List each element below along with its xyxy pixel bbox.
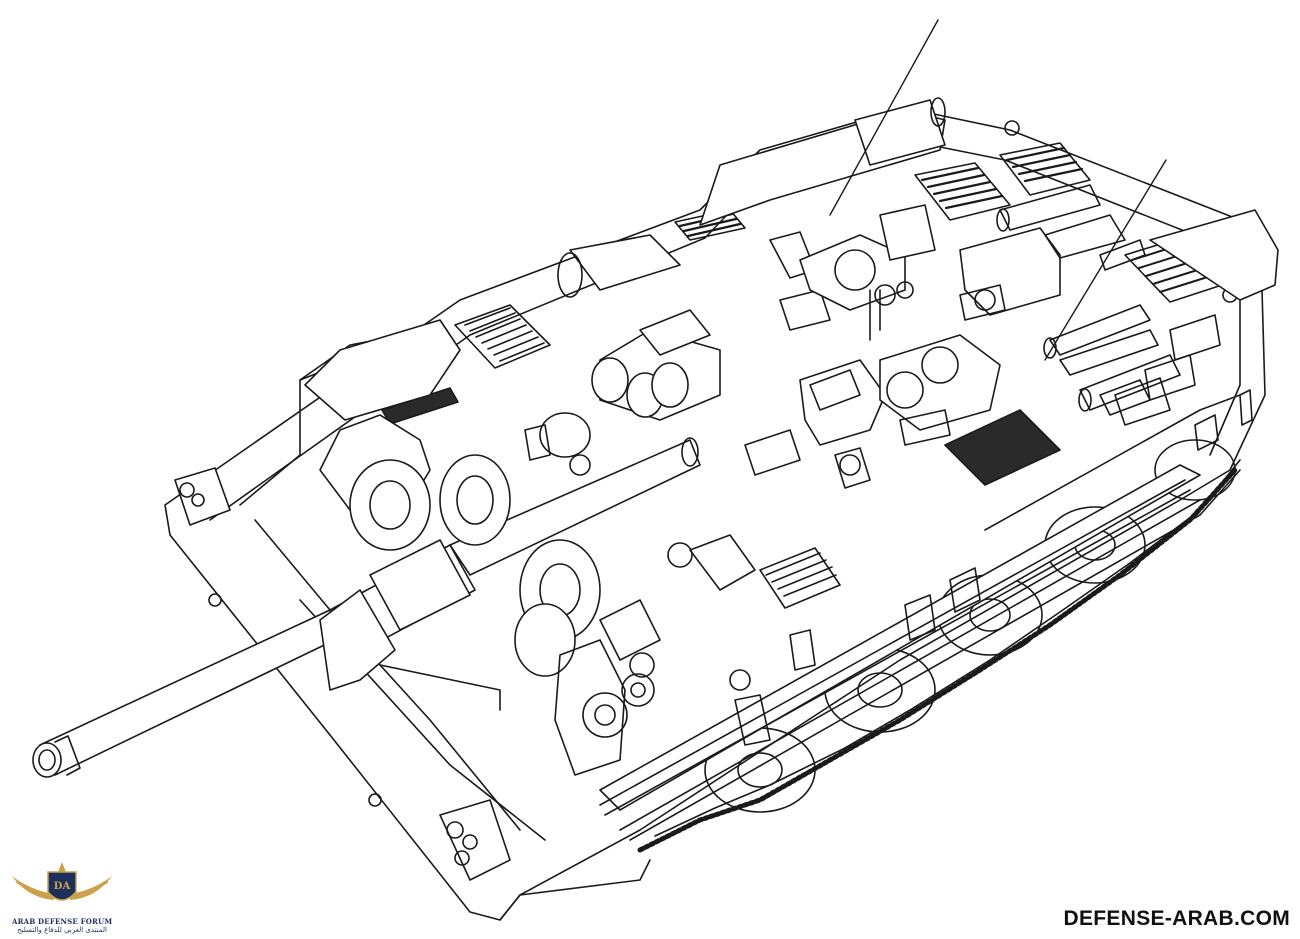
towing-eyes [174, 120, 1238, 881]
logo-arabic-title: المنتدى العربي للدفاع والتسليح [17, 926, 107, 934]
main-gun [32, 437, 701, 778]
internal-machinery [319, 184, 1221, 776]
logo-title: ARAB DEFENSE FORUM [12, 917, 113, 926]
arab-defense-forum-logo-icon: DA [12, 862, 112, 901]
side-stowage [304, 97, 1279, 421]
hull-side-plate [599, 389, 1253, 841]
logo-initials: DA [54, 881, 71, 892]
site-watermark: DEFENSE-ARAB.COM [1063, 907, 1290, 930]
callout-leader-lines [829, 19, 1167, 361]
